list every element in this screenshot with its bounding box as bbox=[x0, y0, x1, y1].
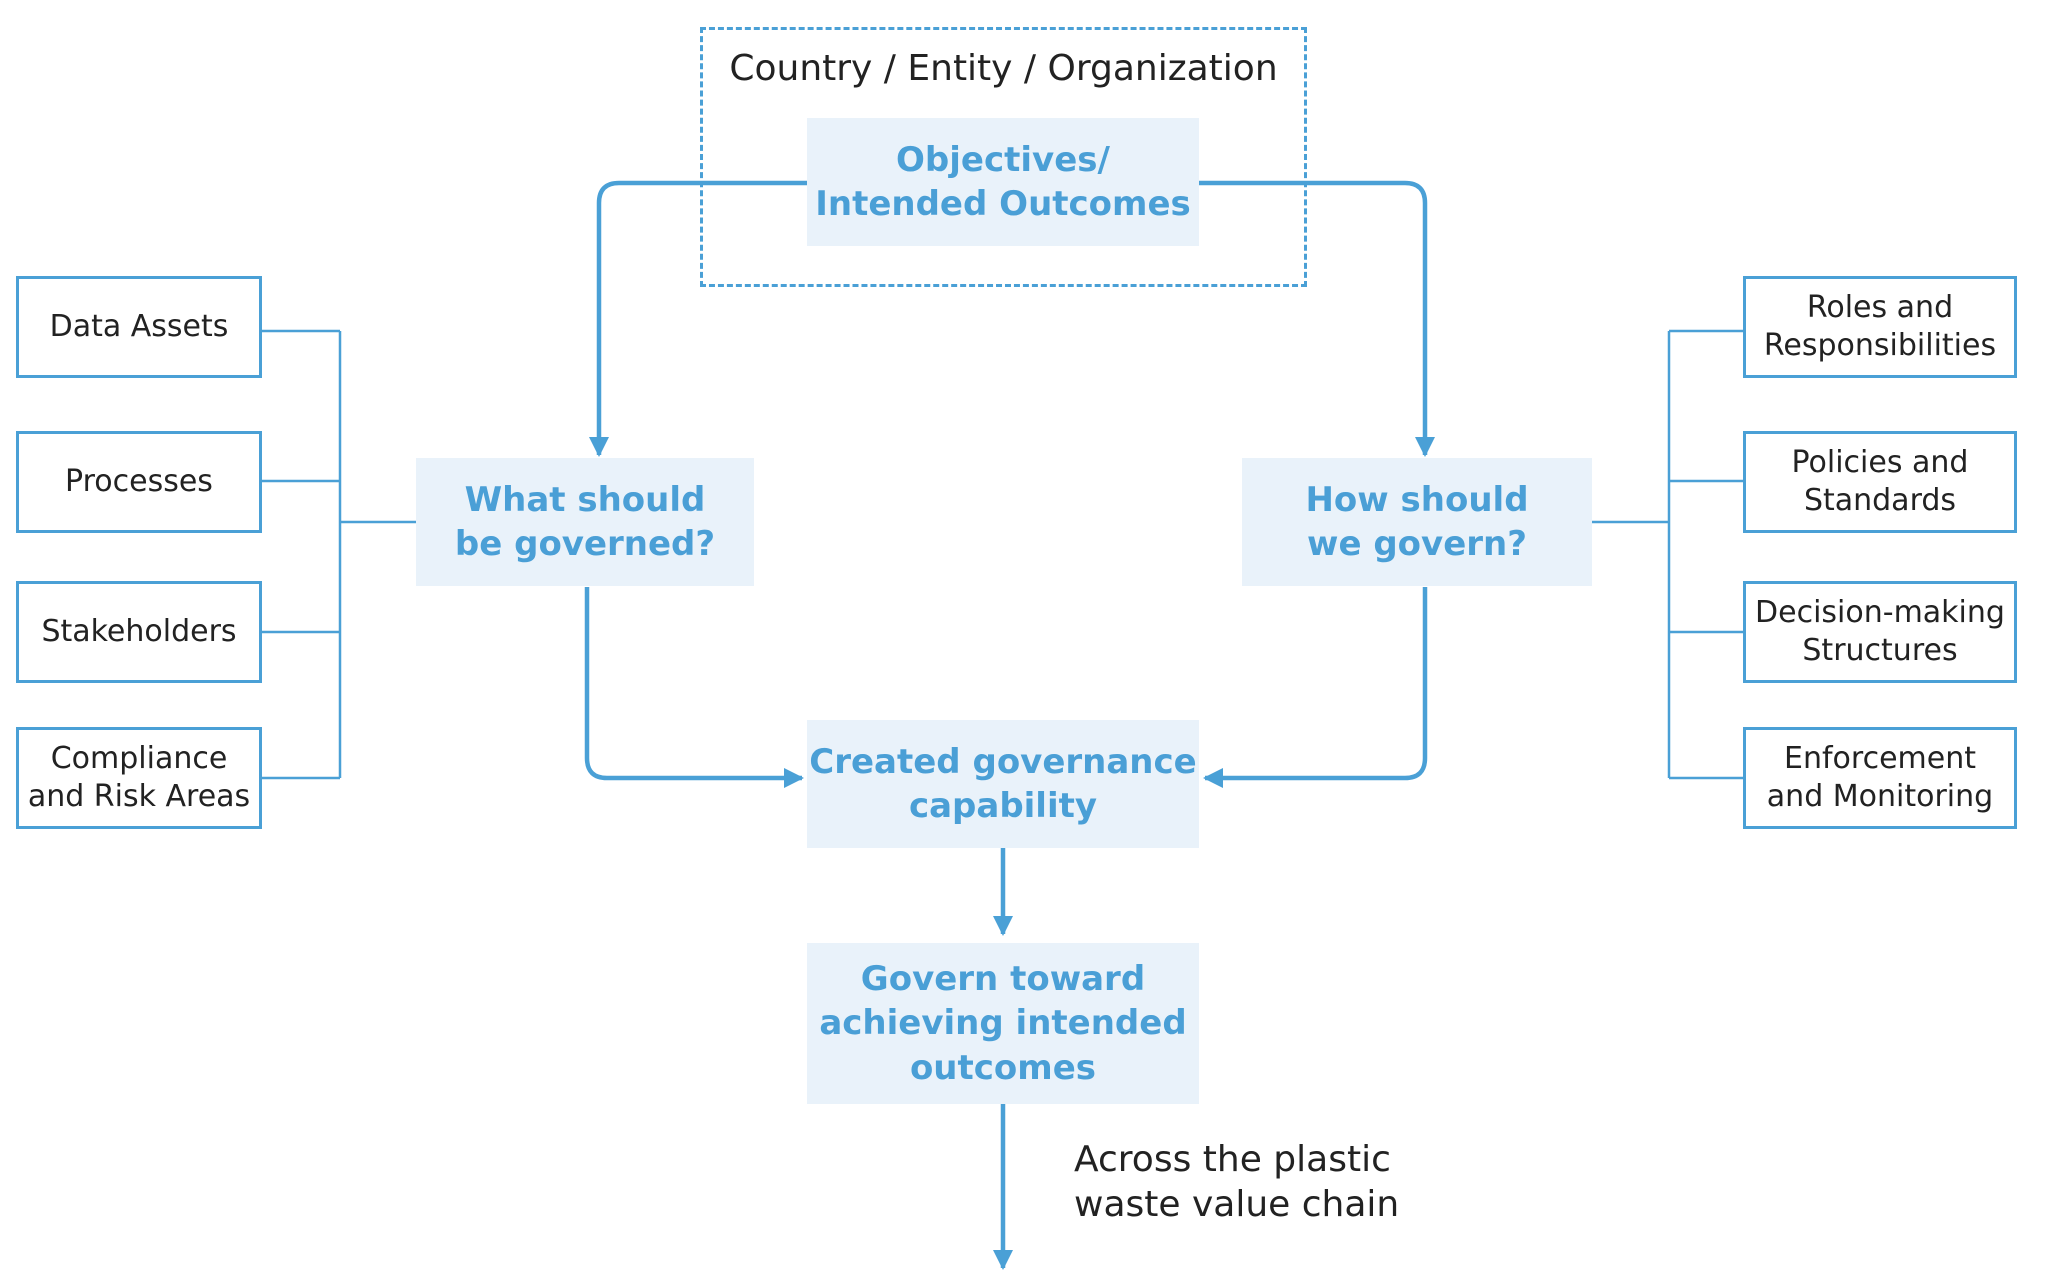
how-item-label: Enforcement and Monitoring bbox=[1766, 740, 1994, 814]
what-item-data-assets: Data Assets bbox=[16, 276, 262, 378]
what-item-label: Data Assets bbox=[49, 308, 229, 344]
what-question-label: What should be governed? bbox=[454, 479, 716, 564]
what-item-compliance-risk: Compliance and Risk Areas bbox=[16, 727, 262, 829]
entity-label: Country / Entity / Organization bbox=[729, 48, 1278, 89]
capability-label: Created governance capability bbox=[809, 741, 1197, 826]
how-item-roles: Roles and Responsibilities bbox=[1743, 276, 2017, 378]
objectives-label: Objectives/ Intended Outcomes bbox=[815, 139, 1191, 224]
bracket-what-items bbox=[262, 329, 416, 780]
what-item-label: Compliance and Risk Areas bbox=[27, 740, 251, 814]
what-item-label: Stakeholders bbox=[41, 613, 237, 649]
how-item-label: Roles and Responsibilities bbox=[1763, 289, 1997, 363]
bracket-how-items bbox=[1592, 329, 1743, 780]
capability-box: Created governance capability bbox=[807, 720, 1199, 848]
how-item-policies: Policies and Standards bbox=[1743, 431, 2017, 533]
arrow-objectives-to-what bbox=[588, 180, 807, 458]
arrow-objectives-to-how bbox=[1199, 180, 1436, 458]
arrow-what-to-capability bbox=[584, 587, 805, 789]
how-item-label: Decision-making Structures bbox=[1755, 594, 2005, 668]
what-item-processes: Processes bbox=[16, 431, 262, 533]
entity-frame bbox=[700, 27, 1307, 287]
how-question-label: How should we govern? bbox=[1305, 479, 1529, 564]
objectives-box: Objectives/ Intended Outcomes bbox=[807, 118, 1199, 246]
what-item-stakeholders: Stakeholders bbox=[16, 581, 262, 683]
arrow-how-to-capability bbox=[1202, 587, 1428, 789]
govern-toward-label: Govern toward achieving intended outcome… bbox=[819, 959, 1187, 1088]
how-item-decision-making: Decision-making Structures bbox=[1743, 581, 2017, 683]
govern-toward-box: Govern toward achieving intended outcome… bbox=[807, 943, 1199, 1104]
how-question-box: How should we govern? bbox=[1242, 458, 1592, 586]
what-question-box: What should be governed? bbox=[416, 458, 754, 586]
value-chain-note: Across the plastic waste value chain bbox=[1074, 1139, 1400, 1225]
what-item-label: Processes bbox=[65, 463, 213, 499]
how-item-label: Policies and Standards bbox=[1791, 444, 1969, 518]
how-item-enforcement: Enforcement and Monitoring bbox=[1743, 727, 2017, 829]
